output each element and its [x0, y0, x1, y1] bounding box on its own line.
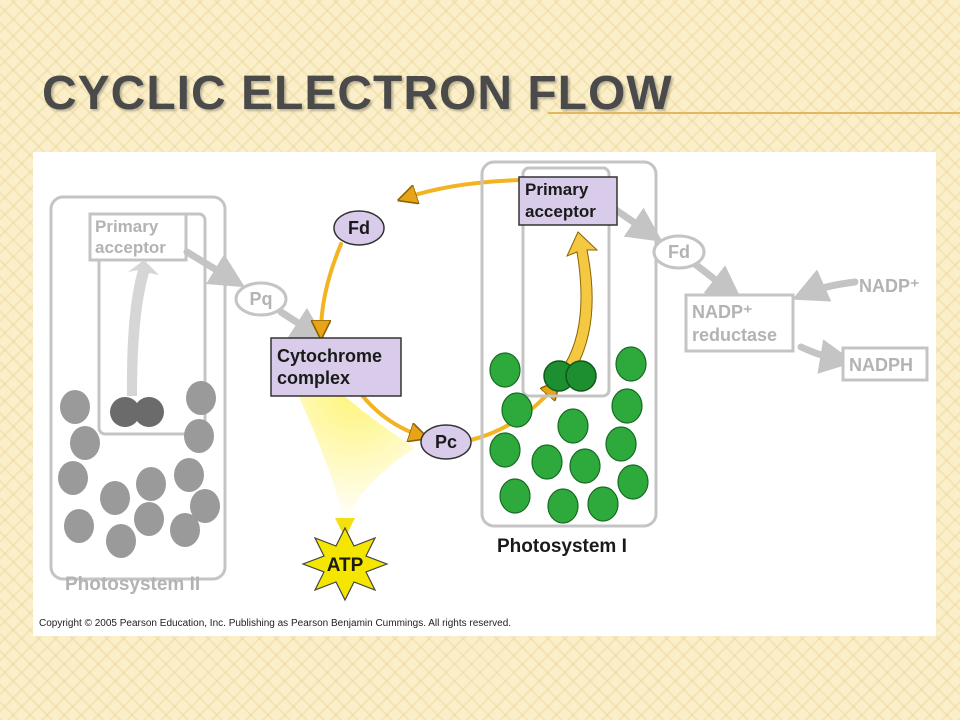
linear-flow-arrows: [183, 204, 859, 374]
photosystem-ii-label: Photosystem II: [65, 574, 200, 595]
nadp-reductase: NADP⁺ reductase: [684, 293, 795, 353]
atp-burst: ATP: [301, 526, 389, 602]
photosystem-i-label: Photosystem I: [497, 536, 627, 557]
pq-label: Pq: [249, 289, 272, 309]
copyright-notice: Copyright © 2005 Pearson Education, Inc.…: [39, 618, 511, 629]
cytochrome-line1: Cytochrome: [277, 346, 382, 366]
nadp-reductase-line1: NADP⁺: [692, 302, 753, 322]
fd-cycle-label: Fd: [348, 218, 370, 238]
fd-linear-carrier: Fd: [652, 234, 706, 270]
pc-carrier: Pc: [420, 424, 472, 460]
diagram-panel: Primary acceptor Photosystem II: [33, 152, 936, 636]
cyclic-electron-flow-diagram: Primary acceptor Photosystem II: [39, 160, 929, 629]
photosystem-ii: Primary acceptor Photosystem II: [49, 195, 227, 595]
cytochrome-line2: complex: [277, 368, 350, 388]
psii-primary-acceptor-line2: acceptor: [95, 238, 166, 257]
title-underline: [548, 112, 960, 114]
pc-label: Pc: [435, 432, 457, 452]
pq-carrier: Pq: [234, 281, 288, 317]
psi-primary-acceptor-line1: Primary: [525, 180, 589, 199]
nadph-label: NADPH: [849, 355, 913, 375]
atp-energy-glow: [295, 384, 415, 524]
nadph-box: NADPH: [841, 346, 929, 382]
psi-primary-acceptor-line2: acceptor: [525, 202, 596, 221]
psii-primary-acceptor-line1: Primary: [95, 217, 159, 236]
nadp-plus-label: NADP⁺: [859, 276, 920, 296]
atp-label: ATP: [327, 555, 364, 576]
fd-linear-label: Fd: [668, 242, 690, 262]
slide-title: CYCLIC ELECTRON FLOW: [42, 67, 673, 120]
nadp-reductase-line2: reductase: [692, 325, 777, 345]
photosystem-i: Primary acceptor Photosystem I: [480, 160, 658, 557]
fd-cycle-carrier: Fd: [333, 210, 385, 246]
psii-pigment-molecules: [58, 381, 220, 558]
psii-excitation-arrow: [126, 260, 159, 396]
cytochrome-complex: Cytochrome complex: [270, 337, 402, 397]
psi-excitation-arrow: [564, 231, 599, 367]
psi-pigment-molecules: [489, 346, 649, 524]
